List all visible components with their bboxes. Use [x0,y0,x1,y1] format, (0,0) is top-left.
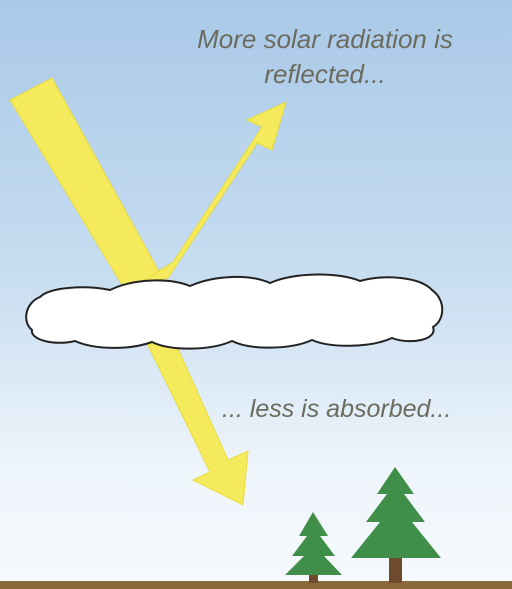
reflected-caption: More solar radiation is reflected... [160,22,490,92]
ground-line [0,581,512,589]
reflected-caption-line2: reflected... [264,59,386,90]
reflected-radiation-arrow [137,101,287,285]
incoming-solar-beam [9,77,169,299]
absorbed-caption: ... less is absorbed... [222,395,452,423]
small-tree-icon [285,512,342,583]
cloud [25,273,444,350]
large-tree-icon [351,467,441,583]
reflected-caption-line1: More solar radiation is [197,24,453,54]
